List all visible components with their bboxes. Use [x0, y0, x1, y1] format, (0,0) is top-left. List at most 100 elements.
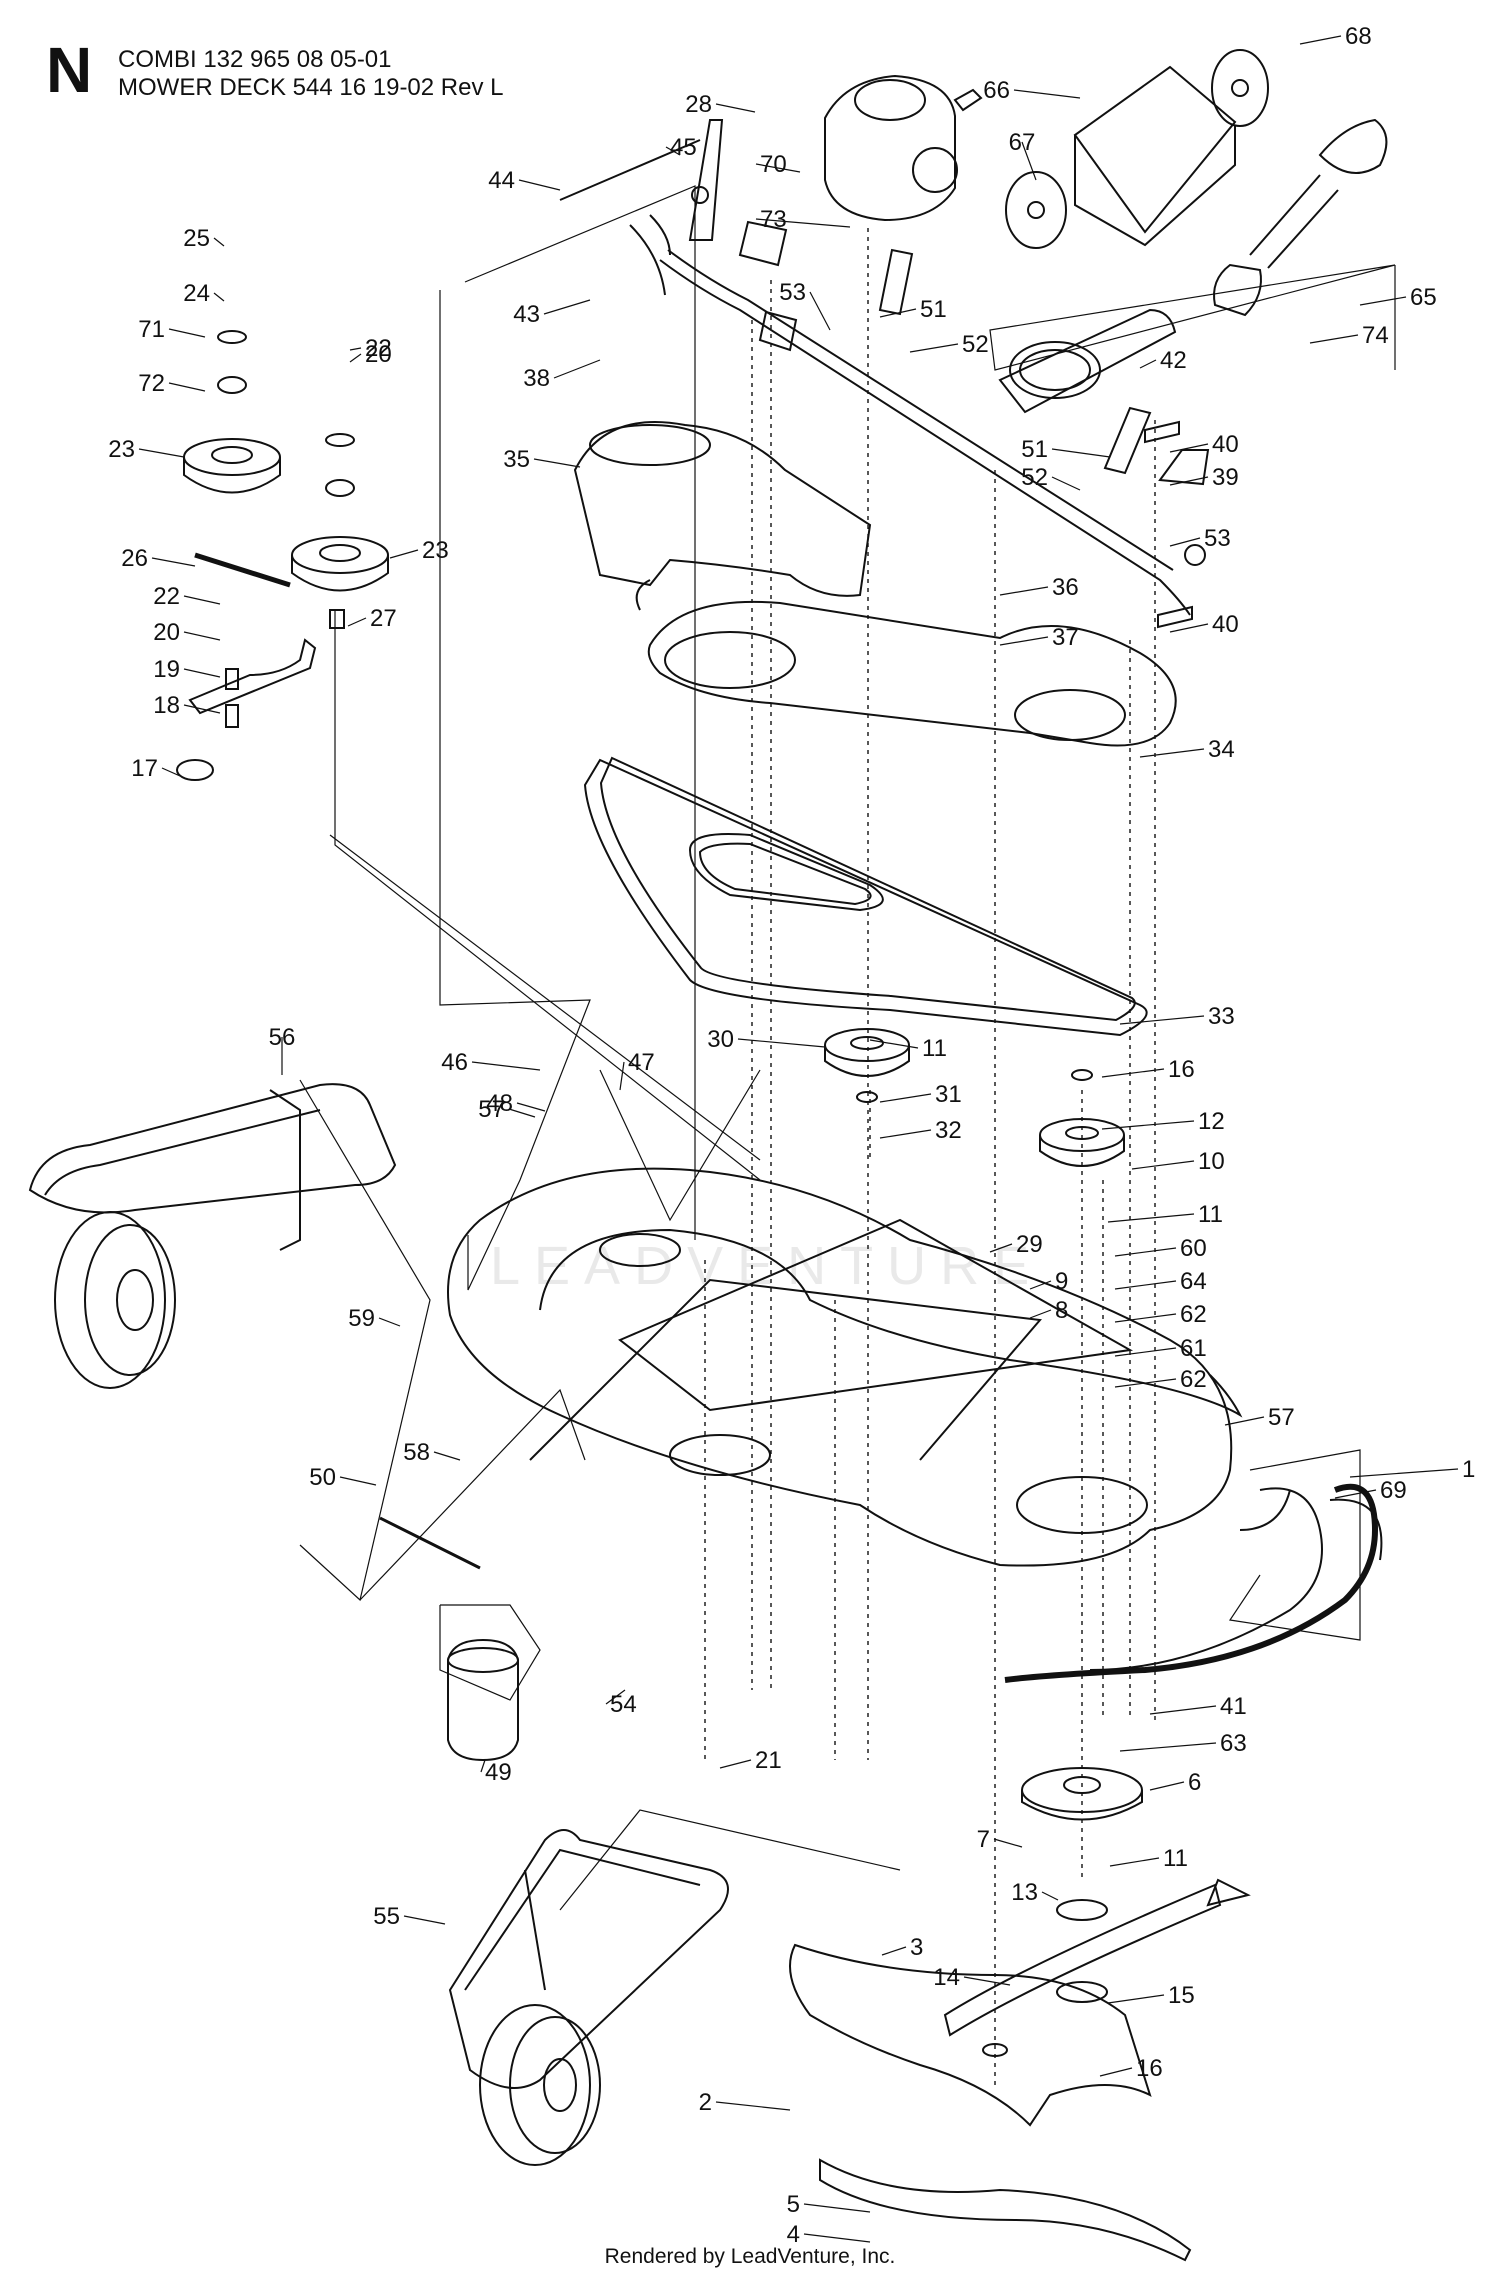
callout-label-23: 23	[108, 436, 135, 463]
section-letter: N	[46, 34, 93, 106]
center-pulleys	[824, 1028, 1125, 1167]
callout-label-8: 8	[1055, 1297, 1068, 1324]
callout-leader	[1029, 1280, 1052, 1290]
callout-label-35: 35	[503, 446, 530, 473]
callout-label-20: 20	[365, 341, 392, 368]
callout-leader	[619, 1061, 625, 1091]
callout-leader	[1099, 2067, 1133, 2077]
callout-label-44: 44	[488, 167, 515, 194]
callout-label-11: 11	[1163, 1845, 1188, 1872]
callout-leader	[1119, 1742, 1217, 1752]
callout-leader	[881, 1946, 907, 1956]
callout-label-42: 42	[1160, 347, 1187, 374]
callout-label-64: 64	[1180, 1268, 1207, 1295]
callout-label-18: 18	[153, 692, 180, 719]
callout-leader	[161, 767, 181, 777]
callout-label-33: 33	[1208, 1003, 1235, 1030]
callout-leader	[989, 1243, 1013, 1253]
callout-label-41: 41	[1220, 1693, 1247, 1720]
pto-cover	[1005, 49, 1269, 249]
callout-label-50: 50	[309, 1464, 336, 1491]
callout-label-13: 13	[1011, 1879, 1038, 1906]
callout-leader	[553, 359, 601, 379]
callout-label-49: 49	[485, 1759, 512, 1786]
callout-label-26: 26	[121, 545, 148, 572]
callout-leader	[1114, 1347, 1177, 1357]
callout-leader	[715, 103, 756, 113]
callout-label-52: 52	[962, 331, 989, 358]
callout-leader	[1334, 1489, 1377, 1499]
callout-label-40: 40	[1212, 611, 1239, 638]
callout-label-67: 67	[1009, 129, 1036, 156]
callout-label-17: 17	[131, 755, 158, 782]
callout-label-21: 21	[755, 1747, 782, 1774]
callout-label-57: 57	[478, 1096, 505, 1123]
callout-leader	[879, 1129, 932, 1139]
callout-leader	[809, 291, 831, 331]
callout-label-23: 23	[422, 537, 449, 564]
callout-label-47: 47	[628, 1049, 655, 1076]
callout-label-3: 3	[910, 1934, 923, 1961]
callout-label-68: 68	[1345, 23, 1372, 50]
callout-leader	[719, 1759, 752, 1769]
callout-leader	[1309, 334, 1359, 344]
callout-leader	[1021, 141, 1037, 181]
callout-label-7: 7	[977, 1826, 990, 1853]
callout-label-9: 9	[1055, 1268, 1068, 1295]
callout-label-62: 62	[1180, 1301, 1207, 1328]
callout-label-15: 15	[1168, 1982, 1195, 2009]
callout-label-30: 30	[707, 1026, 734, 1053]
callout-leader	[605, 1689, 626, 1705]
callout-leader	[1013, 89, 1081, 99]
diagram-title-line1: COMBI 132 965 08 05-01	[118, 46, 392, 73]
callout-label-36: 36	[1052, 574, 1079, 601]
callout-label-2: 2	[699, 2089, 712, 2116]
footer-credit: Rendered by LeadVenture, Inc.	[604, 2245, 896, 2268]
callout-leader	[213, 292, 225, 302]
callout-label-52: 52	[1021, 464, 1048, 491]
callout-label-11: 11	[922, 1035, 947, 1062]
callout-label-65: 65	[1410, 284, 1437, 311]
callout-label-34: 34	[1208, 736, 1235, 763]
reference-lines	[299, 185, 1396, 1911]
callout-leader	[151, 557, 196, 567]
callout-leader	[339, 1476, 377, 1486]
callout-label-14: 14	[933, 1964, 960, 1991]
callout-label-60: 60	[1180, 1235, 1207, 1262]
callout-leader	[1169, 623, 1209, 633]
callout-leader	[1114, 1247, 1177, 1257]
callout-leader	[1101, 1120, 1195, 1130]
callout-label-27: 27	[370, 605, 397, 632]
callout-label-22: 22	[153, 583, 180, 610]
callout-leader	[1169, 537, 1201, 547]
spacer-49	[447, 1638, 519, 1762]
callout-labels: 1234567891011111112131415161617181920202…	[108, 23, 1475, 2248]
callout-leader	[183, 595, 221, 605]
callout-label-6: 6	[1188, 1769, 1201, 1796]
callout-label-73: 73	[760, 206, 787, 233]
callout-leader	[803, 2203, 871, 2213]
callout-leader	[168, 328, 206, 338]
callout-label-56: 56	[269, 1024, 296, 1051]
hose-69	[1004, 1483, 1379, 1683]
callout-label-12: 12	[1198, 1108, 1225, 1135]
callout-leader	[508, 1108, 536, 1118]
callout-label-61: 61	[1180, 1335, 1207, 1362]
callout-label-69: 69	[1380, 1477, 1407, 1504]
callout-leader	[1299, 35, 1342, 45]
callout-label-53: 53	[779, 279, 806, 306]
callout-leader	[755, 163, 801, 173]
front-wheel-assembly-left	[28, 1083, 397, 1389]
callout-leader	[349, 353, 362, 363]
callout-label-72: 72	[138, 370, 165, 397]
callout-leader	[183, 704, 221, 714]
callout-leader	[1349, 1468, 1459, 1478]
callout-leader	[803, 2233, 871, 2243]
callout-label-45: 45	[670, 134, 697, 161]
callout-leader	[755, 218, 851, 228]
callout-label-4: 4	[787, 2221, 800, 2248]
callout-leader	[993, 1838, 1023, 1848]
callout-leader	[347, 617, 367, 627]
